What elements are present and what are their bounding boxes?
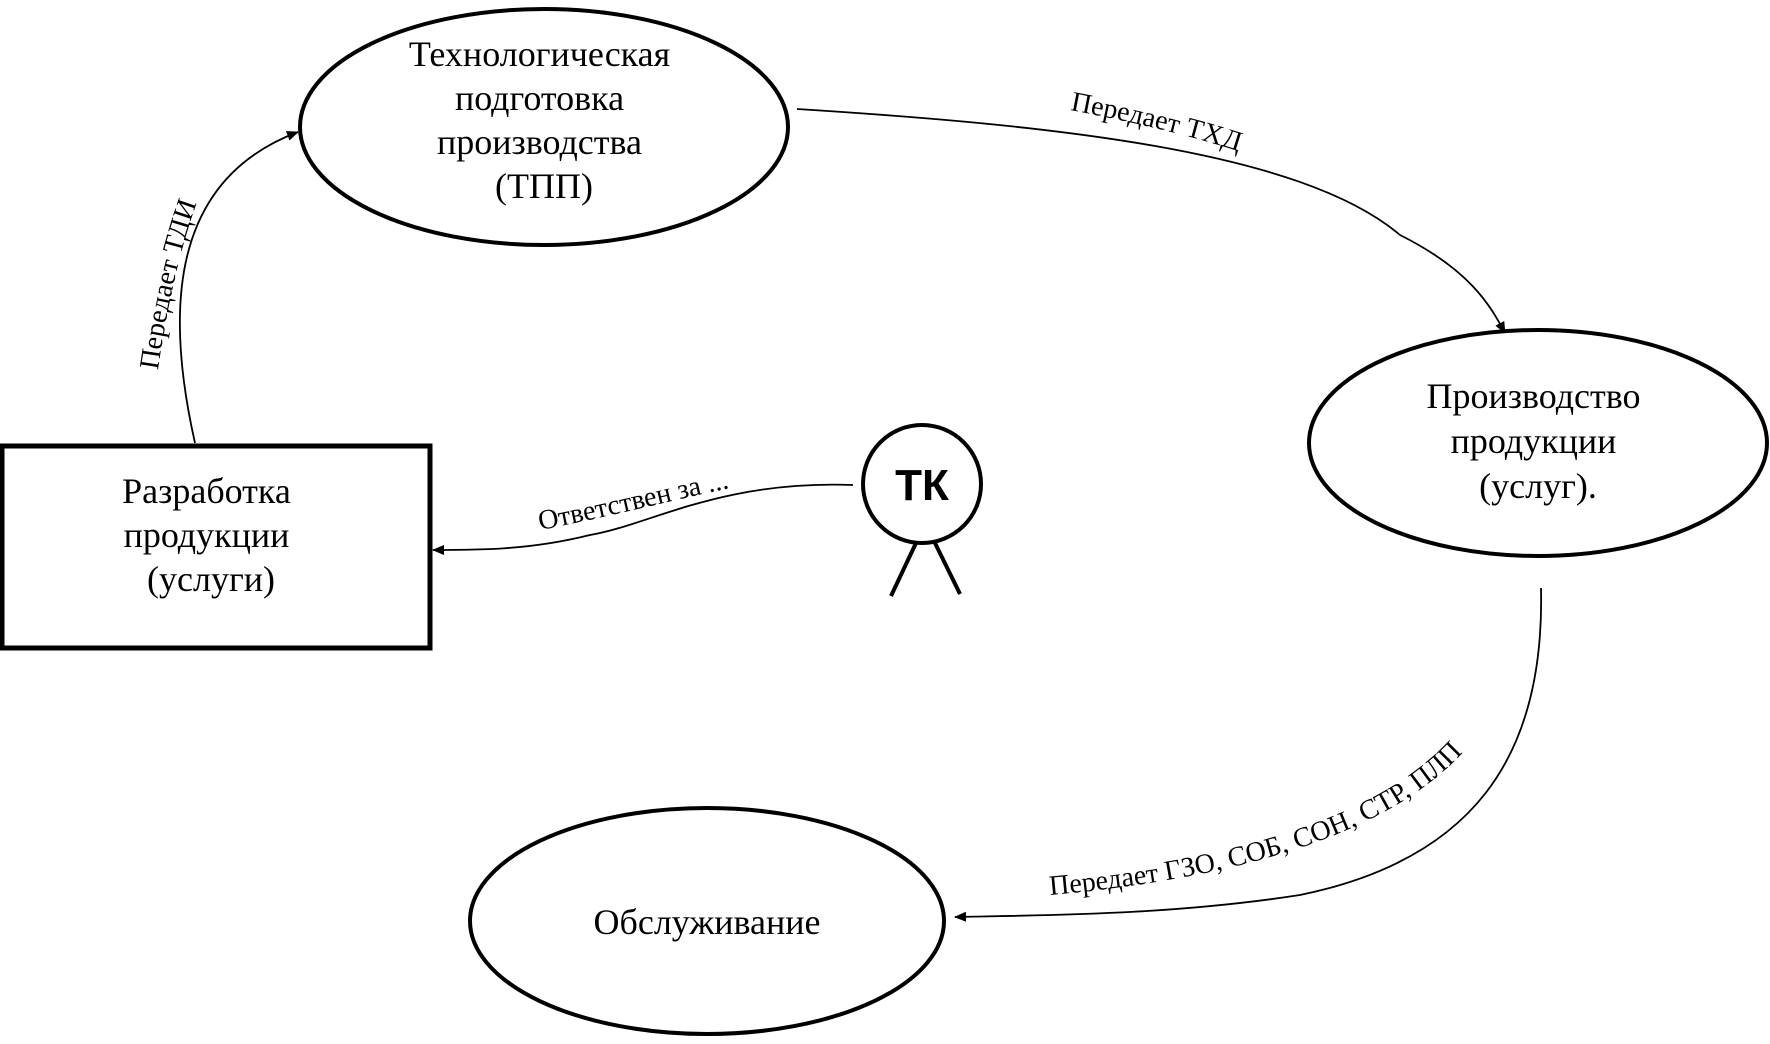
node-development-line-3: (услуги)	[147, 559, 275, 599]
node-tpp-line-4: (ТПП)	[495, 166, 593, 206]
svg-text:Технологическая подготов: Технологическая подготовка производства …	[409, 34, 679, 206]
edge-gzo	[954, 587, 1542, 922]
edge-label-responsible: Ответствен за ...	[536, 465, 732, 537]
svg-text:Разработка продукции: Разработка продукции (услуги)	[122, 471, 300, 599]
actor-tk: ТК	[861, 423, 983, 597]
node-service: Обслуживание	[468, 806, 946, 1036]
node-production-line-1: Производство	[1427, 376, 1641, 416]
node-production-line-3: (услуг).	[1479, 466, 1597, 506]
edge-txd	[796, 108, 1506, 334]
node-production: Производство продукции (услуг).	[1307, 328, 1769, 558]
edge-responsible	[432, 483, 854, 555]
node-tpp-line-1: Технологическая	[409, 34, 670, 74]
node-development: Разработка продукции (услуги)	[0, 443, 433, 651]
svg-text:Обслуживание: Обслуживание	[594, 902, 821, 942]
node-service-line-1: Обслуживание	[594, 902, 821, 942]
actor-leg-right	[933, 542, 962, 595]
node-development-line-1: Разработка	[122, 471, 291, 511]
edge-label-tdi: Передает ТДИ	[134, 195, 203, 371]
node-tpp: Технологическая подготовка производства …	[298, 7, 790, 247]
edge-tdi	[179, 131, 299, 444]
actor-label: ТК	[895, 461, 949, 510]
node-tpp-line-3: производства	[437, 122, 642, 162]
node-production-line-2: продукции	[1451, 421, 1617, 461]
node-tpp-line-2: подготовка	[455, 78, 624, 118]
svg-text:Производство продукции: Производство продукции (услуг).	[1427, 376, 1650, 506]
actor-leg-left	[889, 542, 918, 597]
edge-label-gzo: Передает ГЗО, СОБ, СОН, СТР, ПЛП	[1048, 735, 1468, 902]
node-development-line-2: продукции	[124, 515, 290, 555]
